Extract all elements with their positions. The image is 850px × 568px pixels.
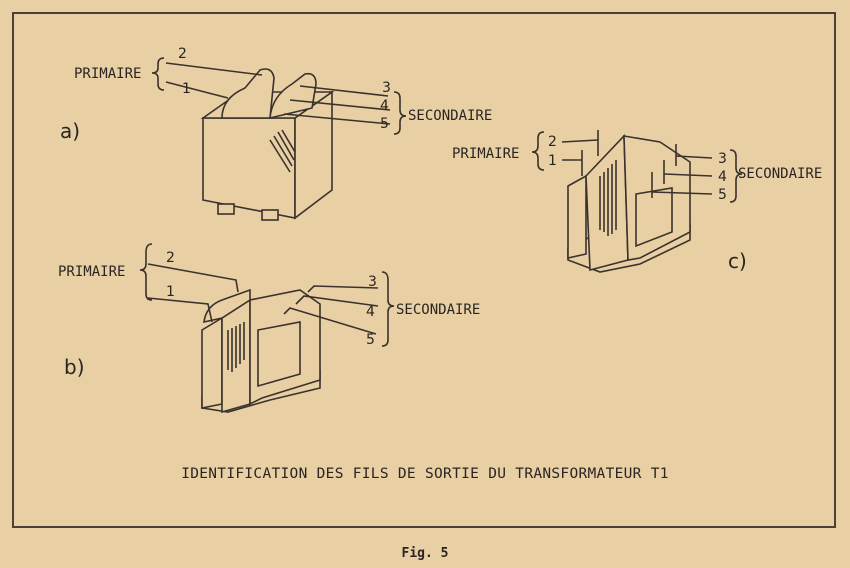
diagram-a-coil-right	[269, 72, 317, 120]
diagram-c-wire-5-label: 5	[718, 187, 727, 203]
diagram-a-panel-label: a)	[60, 119, 80, 143]
diagram-a-wire-2	[165, 62, 263, 76]
diagram-b-bobbin-left-edge	[201, 316, 223, 409]
diagram-b-coil-window	[257, 321, 301, 388]
diagram-b-wire-2-label: 2	[166, 250, 175, 266]
diagram-b-wire-4	[295, 295, 379, 307]
diagram-a-wire-5	[283, 113, 391, 125]
diagram-c-primary-brace	[531, 131, 545, 171]
diagram-b-wire-5	[283, 307, 377, 335]
diagram-a-wire-1	[165, 81, 229, 99]
figure-number: Fig. 5	[401, 546, 449, 561]
diagram-c-secondary-label: SECONDAIRE	[738, 166, 822, 182]
diagram-b-coil-left-top	[203, 288, 251, 324]
diagram-b-primary-label: PRIMAIRE	[58, 264, 125, 280]
diagram-c-coil-window	[635, 187, 673, 248]
diagram-a-wire-5-label: 5	[380, 116, 389, 132]
diagram-a-primary-label: PRIMAIRE	[74, 66, 141, 82]
diagram-b-secondary-label: SECONDAIRE	[396, 302, 480, 318]
diagram-b-secondary-brace	[381, 271, 395, 347]
diagram-a-primary-brace	[151, 57, 165, 91]
diagram-c: PRIMAIRE SECONDAIRE 2 1 3 4 5 c)	[452, 130, 822, 273]
diagram-b: PRIMAIRE SECONDAIRE 2 1 3 4 5 b)	[58, 243, 480, 414]
diagram-a-wire-4-label: 4	[380, 98, 389, 114]
diagram-b-wire-3-label: 3	[368, 274, 377, 290]
diagram-a-wire-1-label: 1	[182, 81, 191, 97]
diagram-b-wire-3	[307, 285, 379, 293]
figure-caption: IDENTIFICATION DES FILS DE SORTIE DU TRA…	[181, 466, 669, 482]
diagram-a-wire-4	[289, 99, 391, 111]
diagram-a-wire-3	[299, 85, 389, 97]
diagram-c-bobbin-left-edge	[567, 174, 587, 259]
diagram-a-wire-2-label: 2	[178, 46, 187, 62]
diagram-c-wire-3-label: 3	[718, 151, 727, 167]
diagram-c-panel-label: c)	[728, 249, 747, 273]
diagram-b-wire-5-label: 5	[366, 332, 375, 348]
diagram-a-wire-3-label: 3	[382, 80, 391, 96]
diagram-a-secondary-label: SECONDAIRE	[408, 108, 492, 124]
diagram-b-wire-4-label: 4	[366, 304, 375, 320]
diagram-a: PRIMAIRE SECONDAIRE 2 1 3 4 5 a)	[60, 46, 492, 221]
diagram-c-wire-1-label: 1	[548, 153, 557, 169]
figure-frame	[12, 12, 836, 528]
diagram-a-coil-left	[221, 68, 275, 119]
diagram-b-wire-1	[147, 297, 213, 323]
diagram-c-lamination	[585, 134, 629, 272]
diagram-b-wire-2	[147, 263, 239, 293]
diagram-b-wire-1-label: 1	[166, 284, 175, 300]
diagram-c-wire-4-label: 4	[718, 169, 727, 185]
diagram-c-wire-2-label: 2	[548, 134, 557, 150]
diagram-b-panel-label: b)	[64, 355, 85, 379]
diagram-a-core-front	[202, 117, 296, 219]
diagram-a-secondary-brace	[393, 91, 407, 135]
diagram-c-secondary-brace	[729, 149, 743, 203]
diagram-c-primary-label: PRIMAIRE	[452, 146, 519, 162]
diagram-b-primary-brace	[139, 243, 153, 301]
